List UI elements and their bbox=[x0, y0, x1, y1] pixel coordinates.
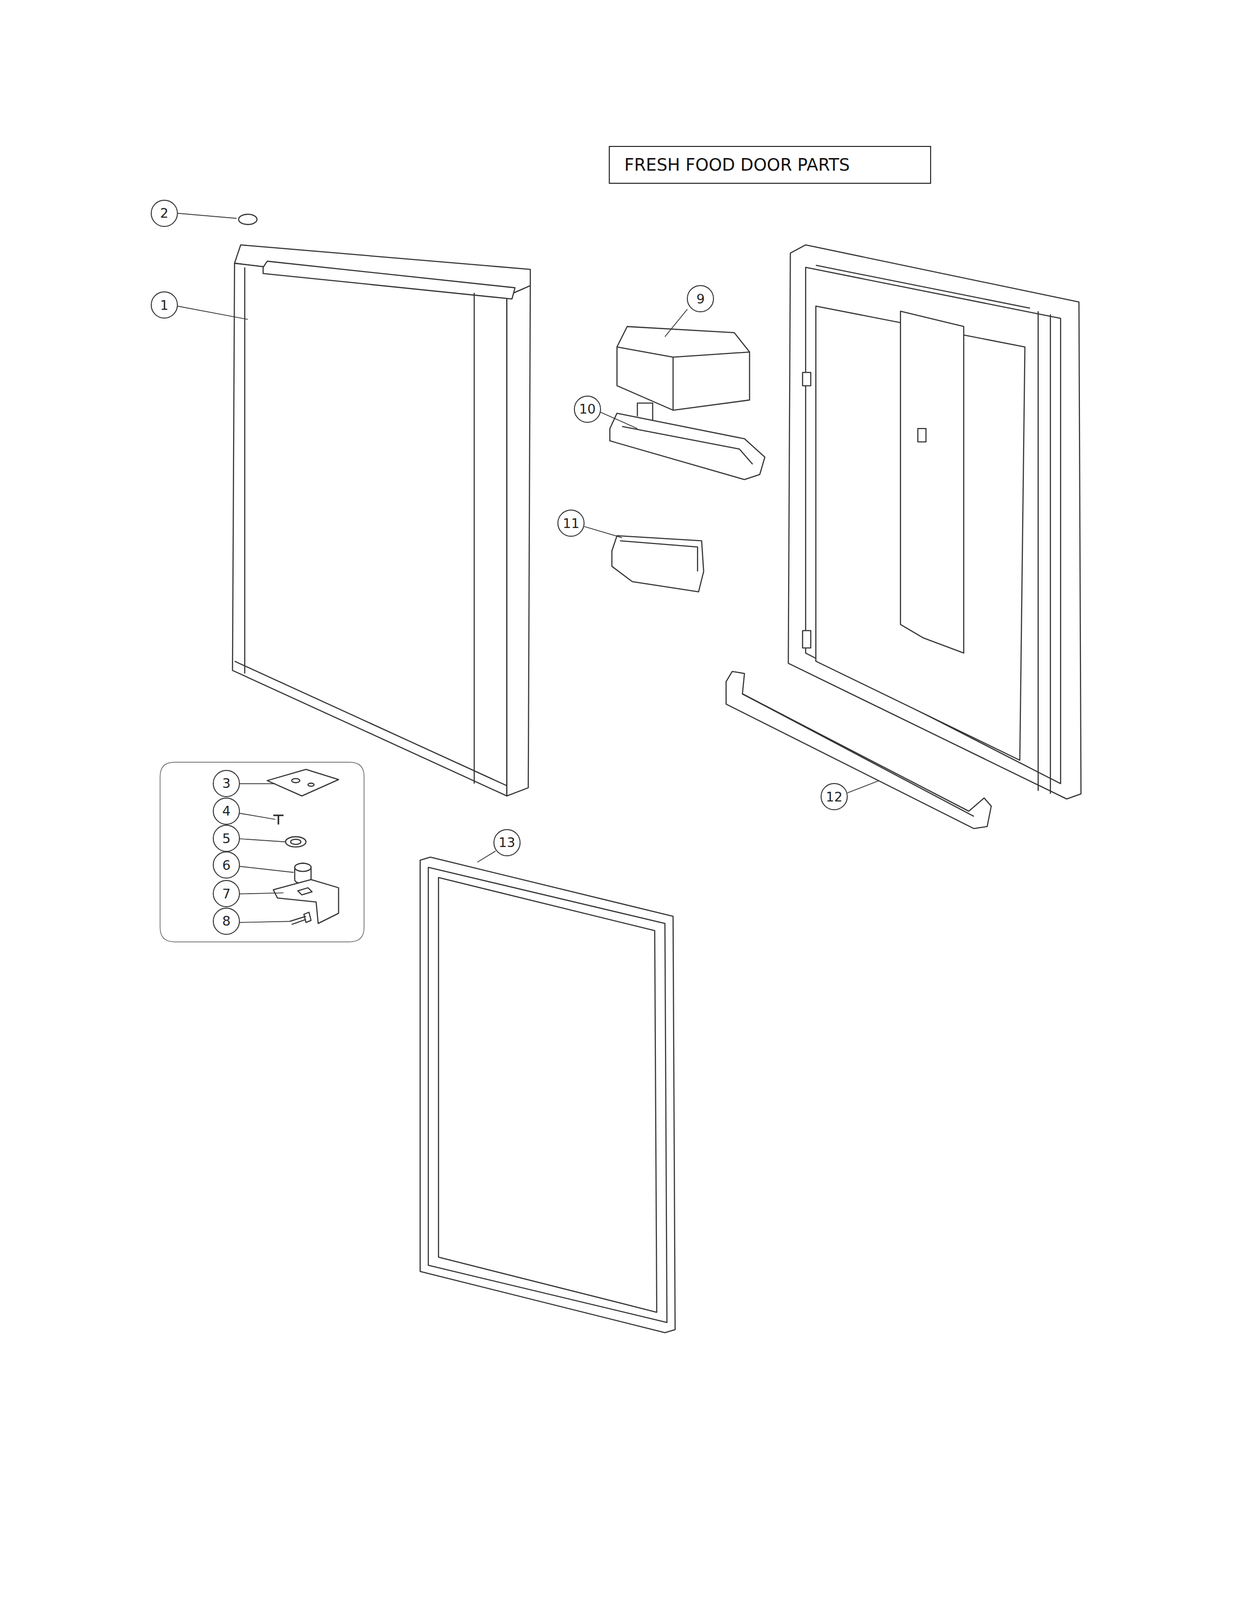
door-bottom-trim bbox=[234, 661, 508, 786]
liner-tab bbox=[802, 372, 927, 648]
door-shelf-line bbox=[742, 693, 975, 817]
callout-number: 13 bbox=[493, 828, 521, 856]
liner-outer bbox=[788, 244, 1081, 799]
callout-number: 4 bbox=[212, 797, 240, 825]
callout-number: 12 bbox=[820, 782, 848, 810]
door-edge-line bbox=[244, 267, 246, 674]
gasket-outer bbox=[420, 856, 676, 1333]
title-box: FRESH FOOD DOOR PARTS bbox=[608, 145, 932, 184]
callout-number: 10 bbox=[573, 395, 602, 423]
liner-rim bbox=[805, 267, 1061, 784]
callout-number: 3 bbox=[212, 769, 240, 797]
callout-number: 8 bbox=[212, 907, 240, 935]
small-bin-lip bbox=[619, 540, 698, 571]
leader-line bbox=[847, 780, 879, 793]
leader-line bbox=[665, 309, 688, 337]
group-box bbox=[159, 761, 365, 942]
leader-line bbox=[239, 782, 276, 784]
callout-number: 2 bbox=[150, 199, 178, 227]
screw bbox=[273, 815, 284, 825]
leader-line bbox=[239, 920, 290, 922]
bin-lid bbox=[617, 326, 750, 411]
callout-number: 7 bbox=[212, 879, 240, 907]
leader-line bbox=[477, 850, 496, 862]
leader-line bbox=[177, 305, 248, 319]
gasket-inner bbox=[438, 877, 657, 1313]
hinge-cap bbox=[238, 214, 257, 225]
leader-line bbox=[239, 866, 294, 873]
leader-line bbox=[239, 892, 284, 894]
hinge-plate-holes bbox=[291, 778, 315, 787]
liner-recess bbox=[815, 305, 1025, 761]
callout-number: 1 bbox=[150, 291, 178, 319]
callout-number: 11 bbox=[557, 509, 585, 537]
leader-line bbox=[600, 412, 638, 429]
liner-channel bbox=[900, 311, 964, 653]
bushing-top bbox=[294, 862, 312, 872]
door-shelf bbox=[726, 671, 992, 829]
diagram-title: FRESH FOOD DOOR PARTS bbox=[624, 155, 850, 175]
liner-edge bbox=[815, 265, 1051, 794]
callout-number: 9 bbox=[686, 285, 714, 313]
hinge-plate bbox=[267, 769, 339, 796]
small-bin bbox=[611, 535, 704, 592]
tray bbox=[609, 412, 765, 480]
door-handle bbox=[263, 261, 516, 300]
door-curve-line bbox=[473, 292, 475, 784]
bolt bbox=[289, 912, 312, 925]
washer bbox=[285, 836, 306, 847]
leader-line bbox=[239, 812, 276, 820]
leader-line bbox=[584, 526, 623, 538]
door-side bbox=[507, 285, 531, 796]
callout-number: 5 bbox=[212, 824, 240, 852]
tray-lip bbox=[621, 402, 753, 464]
bracket-slot bbox=[297, 887, 312, 895]
gasket-mid bbox=[428, 867, 667, 1323]
callout-number: 6 bbox=[212, 851, 240, 879]
leader-line bbox=[177, 213, 237, 219]
leader-line bbox=[239, 838, 286, 842]
door-front bbox=[232, 263, 508, 796]
bin-lid-line bbox=[617, 347, 750, 411]
